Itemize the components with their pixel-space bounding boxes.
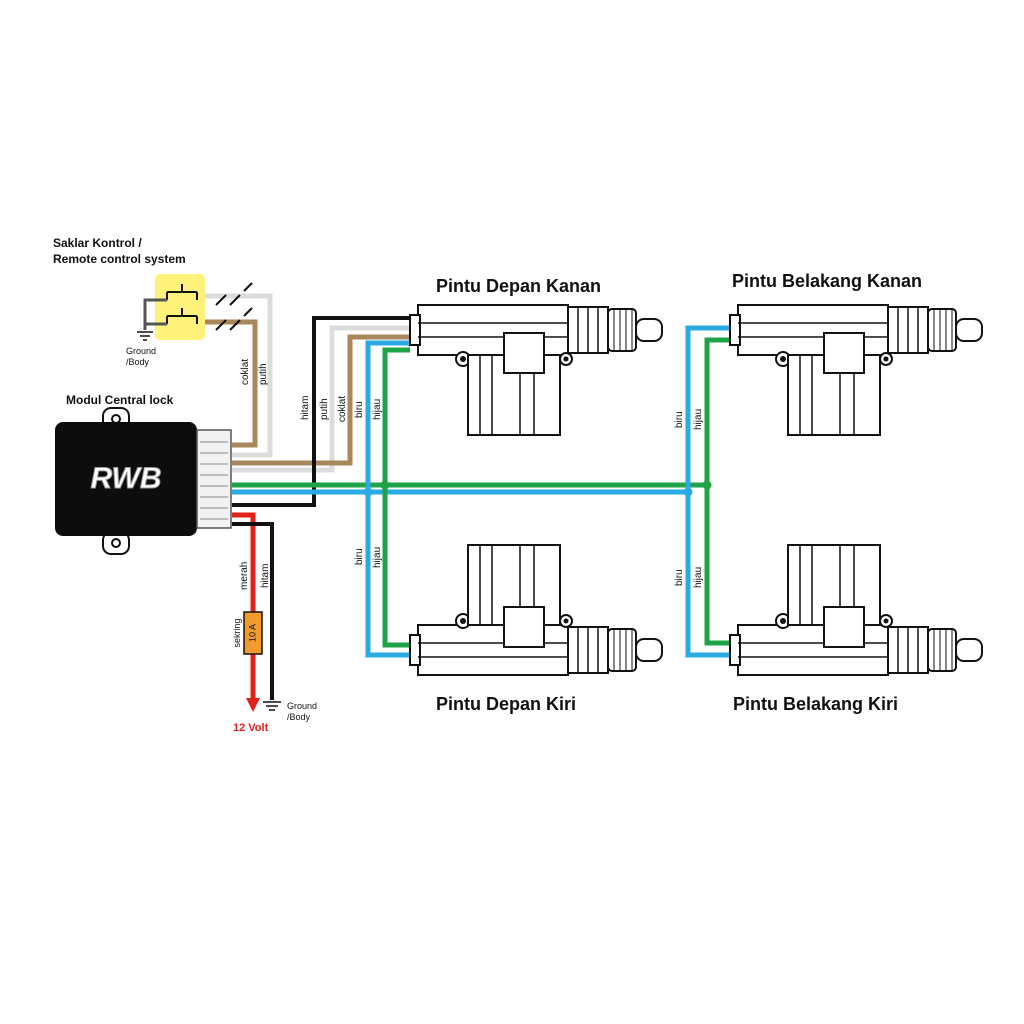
wire-red-power <box>232 512 256 700</box>
control-switch: Saklar Kontrol / Remote control system G… <box>53 236 253 367</box>
ground-symbol-icon <box>263 701 281 711</box>
wire-label-coklat: coklat <box>337 396 348 422</box>
arrow-icon <box>246 698 260 712</box>
switch-title-line1: Saklar Kontrol / <box>53 236 142 250</box>
door-title-front-left: Pintu Depan Kiri <box>436 694 576 714</box>
wire-brown-switch <box>205 319 258 448</box>
module-connector <box>196 429 232 529</box>
wire-label-hitam: hitam <box>260 564 271 588</box>
wire-white-switch <box>205 293 273 458</box>
power-supply: 10 A sekring 12 Volt Ground /Body <box>232 611 317 734</box>
wire-green-front <box>382 347 410 648</box>
door-title-front-right: Pintu Depan Kanan <box>436 276 601 296</box>
door-title-rear-right: Pintu Belakang Kanan <box>732 271 922 291</box>
switch-ground-label-2: /Body <box>126 357 150 367</box>
central-lock-module: Modul Central lock RWB <box>55 393 232 555</box>
switch-ground-label-1: Ground <box>126 346 156 356</box>
actuator-front-right <box>409 304 663 436</box>
wire-label-biru: biru <box>674 411 685 428</box>
wire-label-biru: biru <box>674 569 685 586</box>
wire-label-putih: putih <box>258 363 269 385</box>
wire-label-hijau: hijau <box>693 409 704 430</box>
fuse <box>243 611 263 655</box>
power-ground-label-1: Ground <box>287 701 317 711</box>
junction-dot <box>702 480 712 490</box>
wire-label-hijau: hijau <box>693 567 704 588</box>
fuse-label: sekring <box>232 618 242 647</box>
switch-contacts-icon <box>166 284 198 324</box>
power-ground-label-2: /Body <box>287 712 311 722</box>
module-brand: RWB <box>90 462 161 495</box>
wire-label-coklat: coklat <box>240 359 251 385</box>
door-title-rear-left: Pintu Belakang Kiri <box>733 694 898 714</box>
wire-label-merah: merah <box>239 562 250 590</box>
wire-label-hijau: hijau <box>372 399 383 420</box>
switch-title-line2: Remote control system <box>53 252 186 266</box>
wire-label-hitam: hitam <box>300 396 311 420</box>
wire-labels: coklat putih hitam putih coklat biru hij… <box>239 359 704 590</box>
ground-symbol-icon <box>137 331 153 341</box>
wire-black-ground <box>232 522 274 700</box>
voltage-label: 12 Volt <box>233 722 269 734</box>
wire-switch-ground <box>143 298 167 330</box>
wire-label-biru: biru <box>354 401 365 418</box>
wire-label-hijau: hijau <box>372 547 383 568</box>
junction-dot <box>380 480 390 490</box>
actuator-rear-left <box>729 544 983 676</box>
actuator-front-left <box>409 544 663 676</box>
wire-label-biru: biru <box>354 548 365 565</box>
wire-brown-front-right <box>232 334 410 466</box>
wire-black-front-right <box>232 316 410 507</box>
fuse-rating: 10 A <box>247 624 257 642</box>
wires <box>205 293 730 712</box>
module-box <box>55 422 197 536</box>
junction-dot <box>683 487 693 497</box>
wire-green-rear <box>704 337 730 646</box>
junction-dot <box>363 487 373 497</box>
wire-white-front-right <box>232 325 410 473</box>
wireless-break-icon <box>215 282 253 331</box>
actuator-rear-right <box>729 304 983 436</box>
module-title: Modul Central lock <box>66 393 174 407</box>
switch-box[interactable] <box>155 274 205 340</box>
wire-label-putih: putih <box>319 398 330 420</box>
wire-blue-front <box>365 340 410 658</box>
